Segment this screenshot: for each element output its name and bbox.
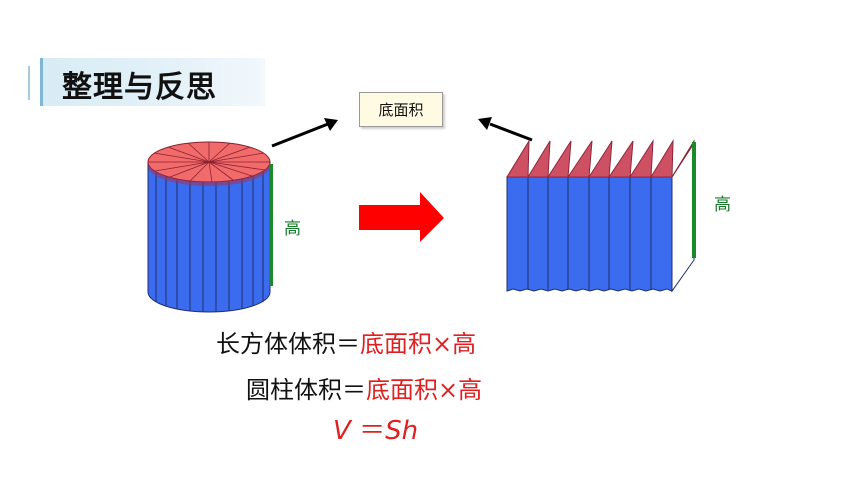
equals-sign: ＝ [359,416,386,446]
equals-sign: ＝ [336,330,360,358]
cylinder-volume-formula: 圆柱体积＝底面积×高 [246,370,482,405]
transform-arrow [359,192,444,242]
cuboid-side-face [671,141,695,293]
cylinder-strips [155,168,264,312]
volume-symbol: V [333,416,351,446]
cylinder-top-front-shade [148,162,270,186]
base-area-times-height: 底面积×高 [366,376,483,404]
cuboid-volume-formula: 长方体体积＝底面积×高 [216,324,476,359]
title-bar [40,58,265,106]
symbolic-formula: V ＝Sh [333,410,418,447]
base-area-label: 底面积 [359,92,443,127]
page-title: 整理与反思 [62,70,217,105]
cylinder-volume-term: 圆柱体积 [246,376,342,404]
sh-symbol: Sh [385,416,419,446]
cylinder-top-sectors [148,142,270,183]
cylinder [147,141,271,313]
base-area-times-height: 底面积×高 [360,330,477,358]
cuboid-top-face [506,139,695,179]
cylinder-height-label: 高 [284,219,301,239]
cuboid-top-shade [507,141,673,177]
equals-sign: ＝ [342,376,366,404]
arrow-to-base-label-right [478,117,533,142]
cylinder-body [147,161,271,313]
cuboid [506,139,695,293]
cuboid-strips [527,177,652,290]
cuboid-height-label: 高 [714,195,731,215]
arrow-to-base-label-left [271,118,338,148]
cuboid-volume-term: 长方体体积 [216,330,336,358]
